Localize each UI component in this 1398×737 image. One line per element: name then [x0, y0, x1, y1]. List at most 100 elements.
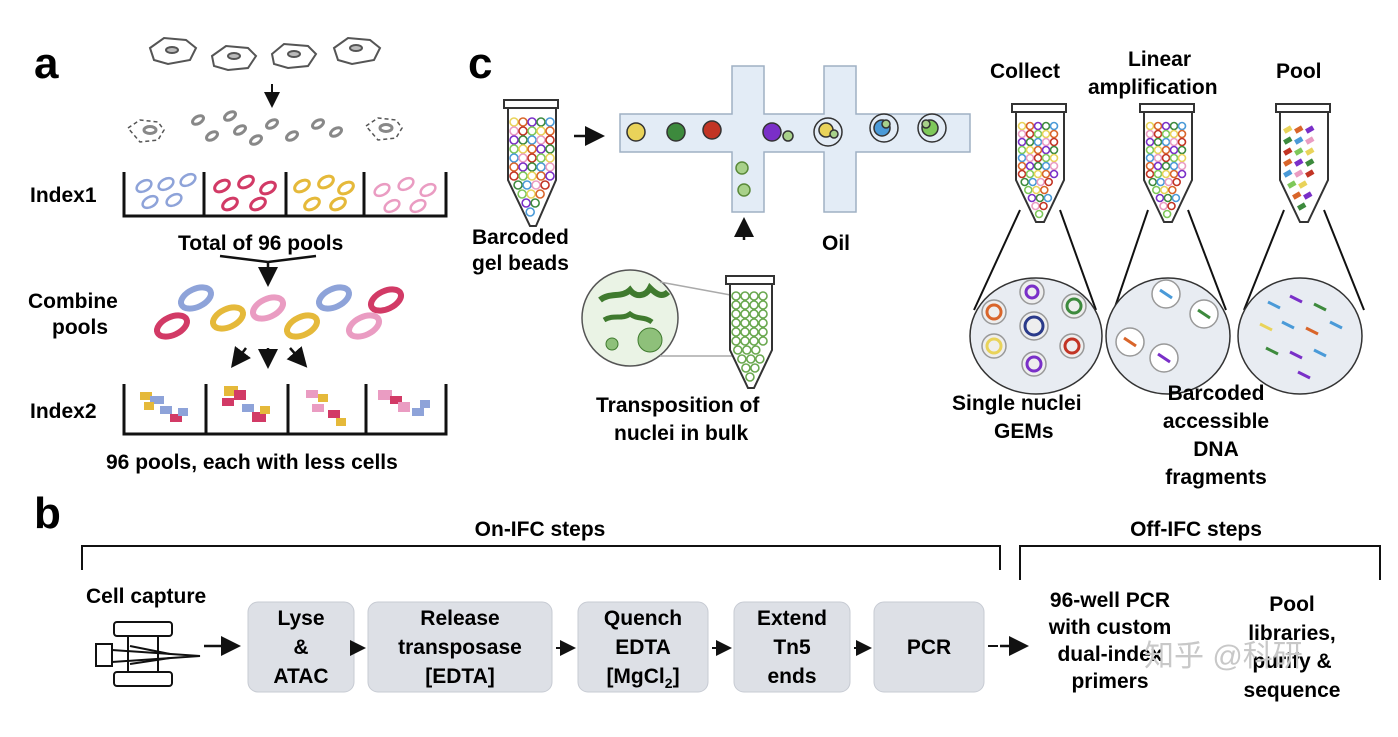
- bead-dot: [1169, 161, 1179, 171]
- bead-dot: [527, 153, 537, 163]
- bead-dot: [540, 180, 550, 190]
- single-label-2: GEMs: [994, 420, 1054, 443]
- step-3-line-1: Quench: [604, 607, 682, 630]
- bead-dot: [1020, 177, 1029, 187]
- fragment-dot: [1294, 147, 1304, 156]
- bead-dot: [750, 363, 760, 373]
- fragment-dot: [1303, 191, 1313, 200]
- bead-dot: [509, 144, 519, 154]
- bead-dot: [1177, 129, 1187, 139]
- bead-dot: [1177, 145, 1187, 155]
- bead-dot: [1152, 185, 1161, 195]
- bead-dot: [1025, 169, 1035, 179]
- step-4-line-2: Tn5: [773, 636, 811, 659]
- bead-dot: [527, 171, 537, 181]
- bead-dot: [521, 198, 531, 208]
- step-1-line-1: Lyse: [277, 607, 324, 630]
- bead-dot: [509, 153, 519, 163]
- panel-b: b On-IFC steps Off-IFC steps Cell captur…: [34, 489, 1381, 702]
- bead-dot: [1025, 121, 1035, 131]
- bead-dot: [1049, 129, 1059, 139]
- bead-dot: [1153, 145, 1163, 155]
- bead-dot: [1145, 169, 1155, 179]
- bead-dot: [545, 126, 555, 136]
- combined-nuclei: [154, 284, 404, 340]
- fragment-dot: [1305, 136, 1315, 145]
- fragment-dot: [1283, 158, 1293, 167]
- step-box-bg: [367, 601, 553, 693]
- off-step-1-line-2: with custom: [1048, 616, 1172, 639]
- subscript: 2: [665, 675, 673, 691]
- bead-dot: [535, 189, 545, 199]
- pooled-fragments-icon: [1237, 277, 1363, 395]
- bead-dot: [1032, 185, 1041, 195]
- bead-dot: [732, 345, 743, 355]
- step-3-line-2: EDTA: [615, 636, 671, 659]
- bead-dot: [1033, 137, 1043, 147]
- bead-dot: [1041, 129, 1051, 139]
- bead-dot: [1033, 161, 1043, 171]
- index1-blue-nuclei: [135, 172, 197, 210]
- bead-dot: [731, 300, 741, 310]
- bead-dot: [518, 117, 528, 127]
- bead-dot: [1041, 121, 1051, 131]
- bead-dot: [1172, 177, 1181, 187]
- bead-dot: [1145, 121, 1155, 131]
- fragment-dot: [1305, 158, 1315, 167]
- bead-dot: [1153, 129, 1163, 139]
- index1-plate: [122, 172, 448, 218]
- linear-label-1: Linear: [1128, 48, 1191, 71]
- bead-dot: [1153, 137, 1163, 147]
- on-ifc-label: On-IFC steps: [475, 518, 606, 541]
- bead-dot: [1049, 153, 1059, 163]
- step-box-bg: [577, 601, 709, 693]
- step-box-1: Lyse&ATAC: [247, 601, 355, 693]
- bead-dot: [1049, 169, 1059, 179]
- fragment-dot: [1305, 169, 1315, 178]
- bead-dot: [509, 135, 519, 145]
- bead-dot: [1049, 137, 1059, 147]
- bead-dot: [1145, 137, 1155, 147]
- combine-label-2: pools: [52, 316, 108, 339]
- bead-dot: [731, 327, 741, 337]
- bead-dot: [1041, 161, 1051, 171]
- bead-dot: [513, 180, 523, 190]
- bead-dot: [1039, 201, 1048, 211]
- bead-dot: [1169, 137, 1179, 147]
- bead-dot: [749, 327, 759, 337]
- bead-dot: [1161, 129, 1171, 139]
- pool-tube-icon: [1243, 103, 1365, 311]
- fragments-label-2: accessible: [1163, 410, 1269, 433]
- bead-dot: [741, 345, 752, 355]
- bead-dot: [536, 153, 546, 163]
- bead-dot: [1031, 201, 1040, 211]
- bead-dot: [1033, 169, 1043, 179]
- bead-dot: [1033, 121, 1043, 131]
- total-pools-label: Total of 96 pools: [178, 232, 343, 255]
- bead-dot: [749, 318, 759, 328]
- bead-dot: [509, 162, 519, 172]
- off-step-1-line-4: primers: [1071, 670, 1148, 693]
- pool-label: Pool: [1276, 60, 1322, 83]
- bead-dot: [758, 309, 768, 319]
- bead-dot: [526, 189, 536, 199]
- bead-dot: [1043, 193, 1053, 203]
- bead-dot: [749, 309, 759, 319]
- bead-dot: [527, 135, 537, 145]
- cell-capture-label: Cell capture: [86, 585, 206, 608]
- bead-dot: [1155, 193, 1165, 203]
- bead-dot: [518, 171, 528, 181]
- fragment-dot: [1292, 191, 1302, 200]
- transposition-label-2: nuclei in bulk: [614, 422, 749, 445]
- bead-dot: [1041, 153, 1051, 163]
- bead-dot: [536, 117, 546, 127]
- combine-label-1: Combine: [28, 290, 118, 313]
- bead-dot: [749, 300, 759, 310]
- microfluidic-chip: [619, 65, 971, 213]
- bead-dot: [1161, 169, 1171, 179]
- bead-dot: [1049, 145, 1059, 155]
- fragment-dot: [1294, 158, 1304, 167]
- bead-dot: [1017, 161, 1027, 171]
- bead-dot: [1017, 153, 1027, 163]
- bead-dot: [1017, 145, 1027, 155]
